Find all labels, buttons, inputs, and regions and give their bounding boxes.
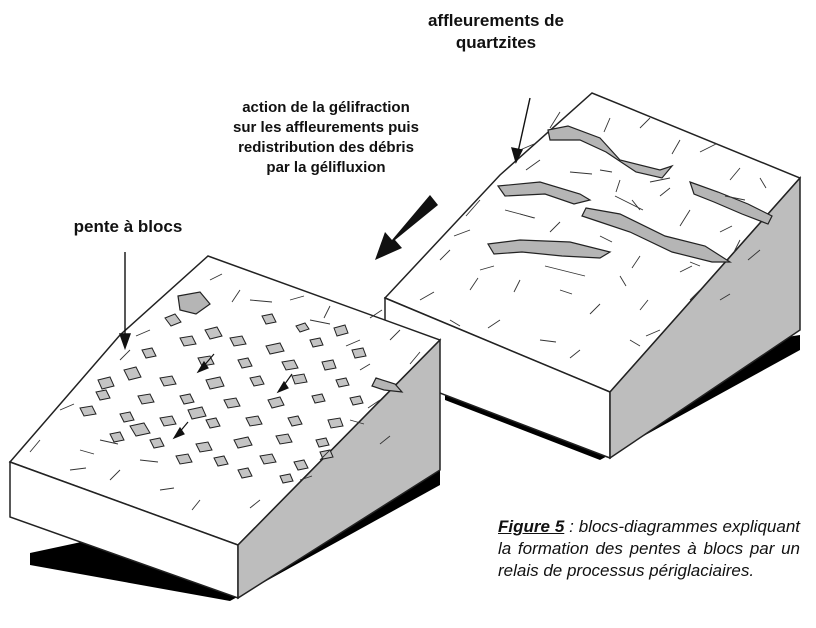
- right-surface-hatching: [419, 111, 767, 359]
- left-block-diagram: [8, 255, 442, 601]
- figure-number: Figure 5: [498, 517, 565, 536]
- hatch-mark: [465, 171, 746, 277]
- gelifluxion-flow-arrows: [172, 353, 293, 440]
- outcrop-ridge: [496, 181, 592, 205]
- affleurements-pointer-head: [511, 147, 524, 164]
- label-line: quartzites: [455, 33, 537, 52]
- flow-arrow-head: [196, 360, 209, 374]
- hatch-mark: [29, 273, 421, 511]
- label-line: pente à blocs: [73, 217, 183, 236]
- left-block-side-face: [237, 338, 441, 600]
- label-line: redistribution des débris: [238, 139, 414, 156]
- label-line: action de la gélifraction: [242, 99, 410, 116]
- label-affleurements-quartzites: affleurements de quartzites: [396, 10, 596, 54]
- flow-arrow-head: [172, 426, 185, 440]
- label-line: affleurements de: [427, 11, 565, 30]
- residual-outcrops: [177, 291, 404, 393]
- label-line: par la gélifluxion: [266, 159, 386, 176]
- process-transition-arrow: [375, 195, 438, 260]
- outcrop-ridge: [547, 125, 674, 179]
- left-surface-hatching: [29, 273, 421, 511]
- outcrop-remnant: [177, 291, 211, 315]
- outcrop-ridge: [581, 207, 733, 263]
- outcrop-remnant: [371, 377, 404, 393]
- quartzite-outcrops: [487, 125, 773, 263]
- figure-caption: Figure 5 : blocs-diagrammes expliquant l…: [498, 516, 800, 582]
- label-action-gelifraction: action de la gélifraction sur les affleu…: [216, 98, 436, 178]
- leader-arrows: [119, 97, 531, 351]
- hatch-mark: [419, 111, 767, 359]
- affleurements-pointer-line: [517, 97, 531, 153]
- scattered-boulders: [79, 313, 367, 484]
- flow-arrow-head: [276, 380, 289, 394]
- label-pente-a-blocs: pente à blocs: [48, 216, 208, 238]
- label-line: sur les affleurements puis: [233, 119, 419, 136]
- right-block-diagram: [383, 92, 802, 460]
- outcrop-ridge: [689, 181, 773, 225]
- pente-pointer-head: [119, 333, 131, 351]
- caption-text: : blocs-diagrammes expliquant la formati…: [498, 517, 800, 580]
- right-block-side-face: [609, 176, 801, 460]
- boulder: [79, 313, 367, 484]
- outcrop-ridge: [487, 239, 612, 259]
